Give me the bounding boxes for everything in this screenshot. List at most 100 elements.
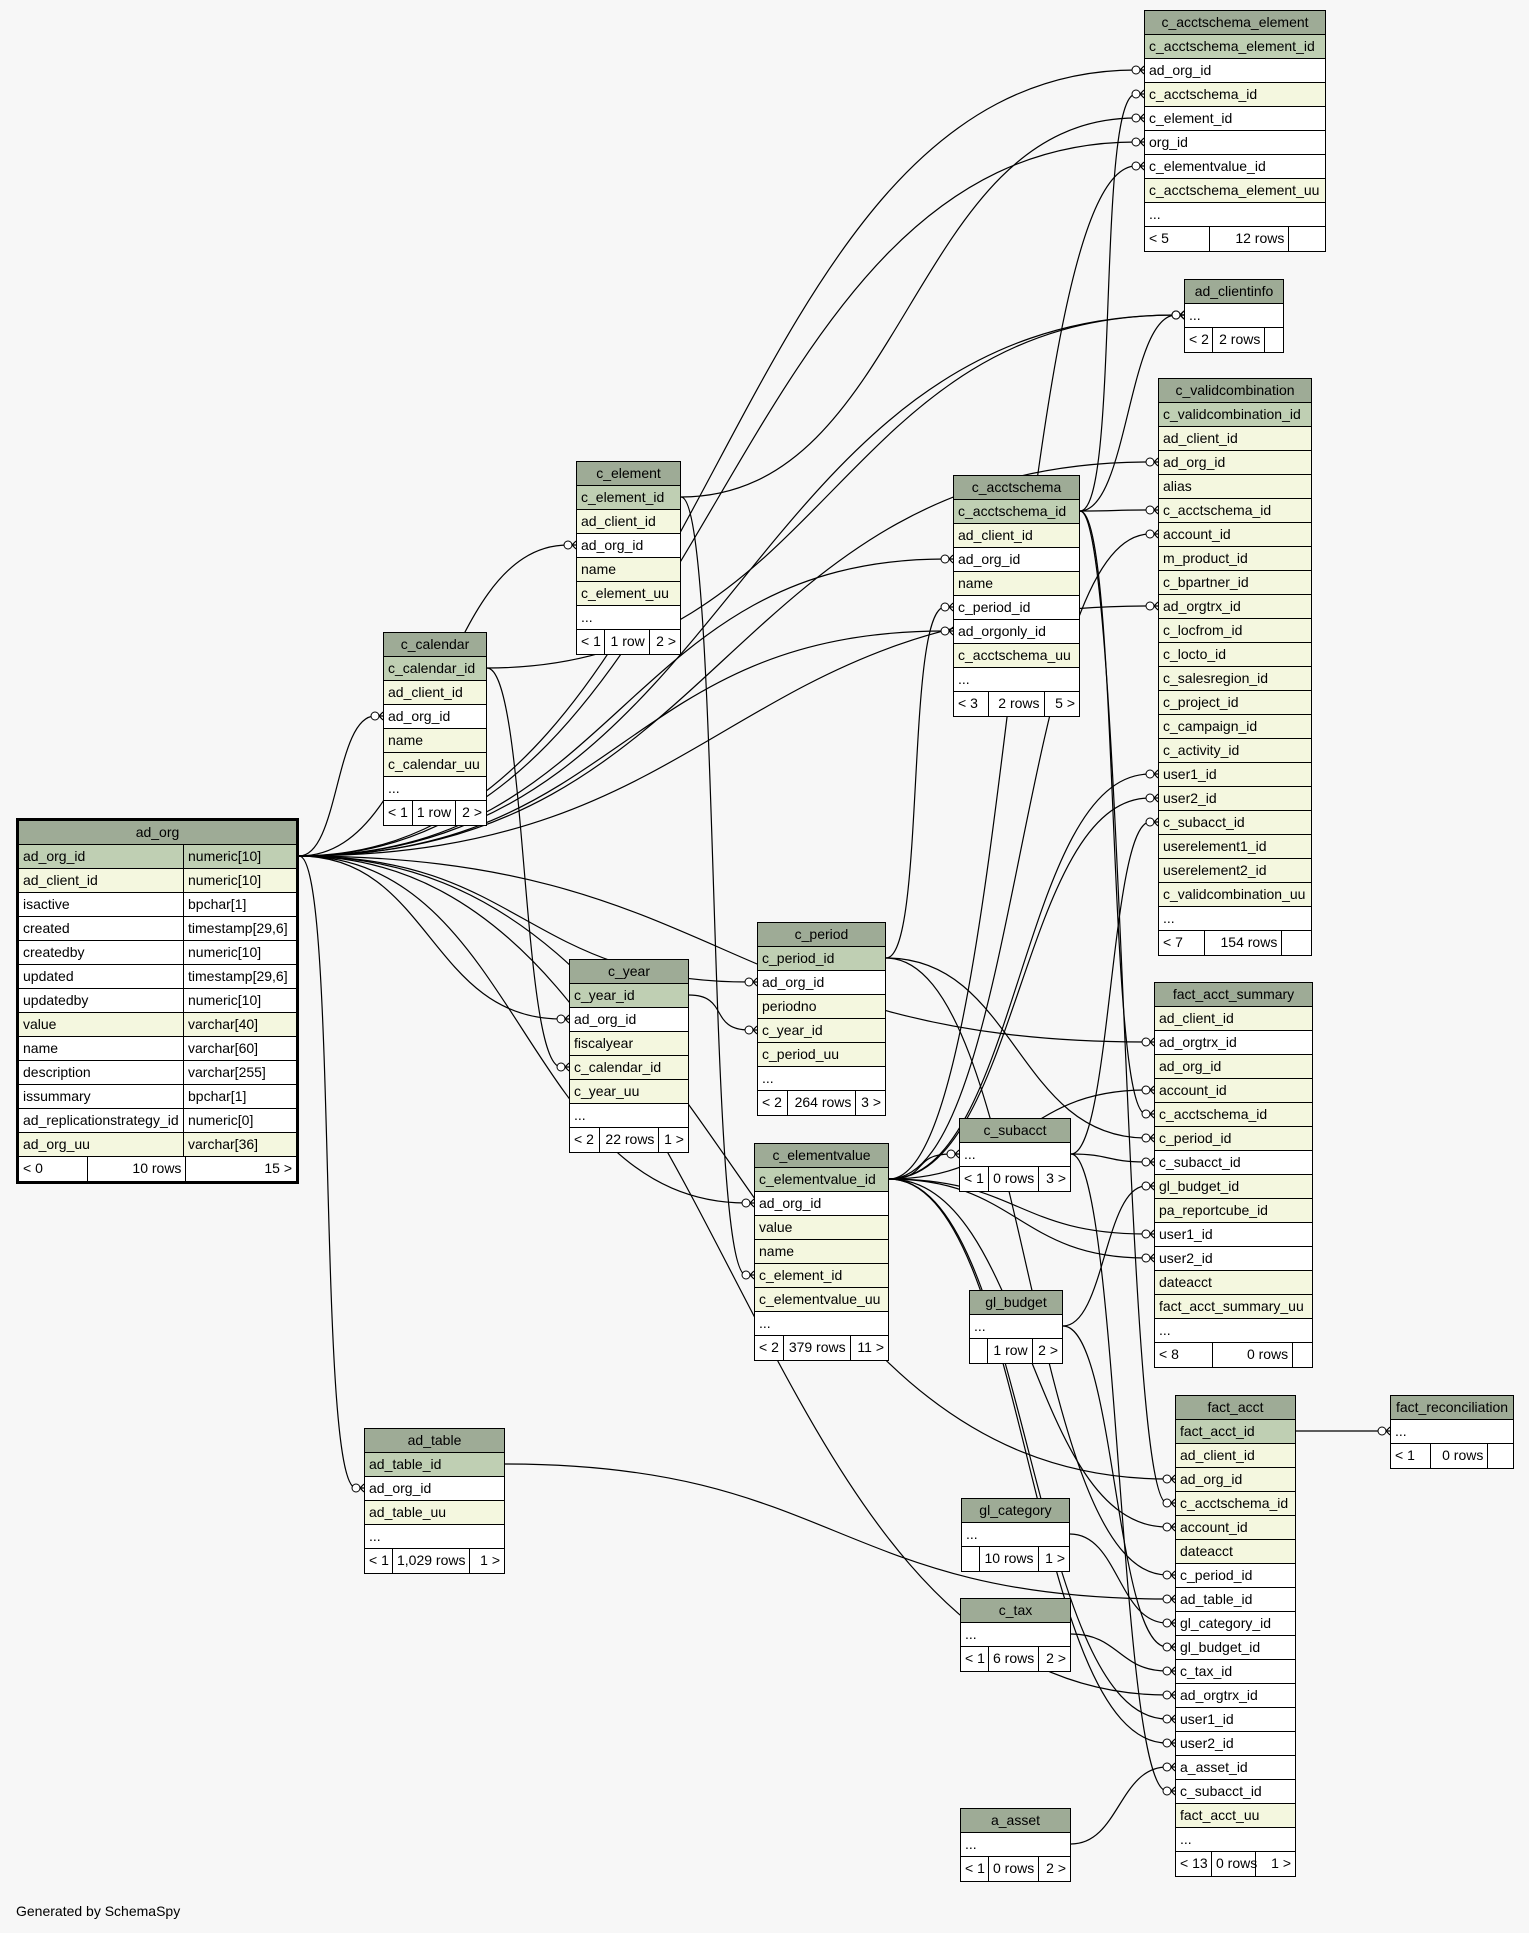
children-count[interactable]: 15 > <box>264 1160 293 1176</box>
children-count[interactable]: 1 > <box>1271 1855 1291 1871</box>
column-row: c_calendar_id <box>384 657 486 681</box>
row-count[interactable]: 1 row <box>413 801 457 825</box>
parents-count[interactable]: < 5 <box>1145 227 1211 251</box>
row-count[interactable]: 0 rows <box>989 1857 1039 1881</box>
parents-count[interactable]: < 8 <box>1155 1343 1214 1367</box>
parents-count[interactable]: < 1 <box>577 630 605 654</box>
children-count[interactable] <box>1289 227 1325 251</box>
column-row: c_element_id <box>1145 107 1325 131</box>
parents-count[interactable]: < 1 <box>365 1549 393 1573</box>
parents-count[interactable]: < 7 <box>1159 931 1206 955</box>
row-count[interactable]: 0 rows <box>1431 1444 1489 1468</box>
children-count[interactable] <box>1488 1444 1513 1468</box>
row-count[interactable]: 379 rows <box>784 1336 851 1360</box>
row-count[interactable]: 0 rows <box>989 1167 1040 1191</box>
children-count[interactable]: 1 > <box>480 1552 500 1568</box>
parents-count[interactable]: < 2 <box>758 1091 788 1115</box>
children-count[interactable]: 1 > <box>664 1131 684 1147</box>
children-count[interactable] <box>1293 1343 1312 1367</box>
parents-count[interactable]: < 3 <box>954 692 990 716</box>
children-count[interactable] <box>1265 328 1283 352</box>
row-count[interactable]: 264 rows <box>788 1091 857 1115</box>
row-count[interactable]: 22 rows <box>600 1128 660 1152</box>
parents-count[interactable] <box>970 1339 988 1363</box>
column-row: c_acctschema_element_id <box>1145 35 1325 59</box>
column-type: numeric[10] <box>188 848 262 864</box>
parents-count[interactable]: < 1 <box>1391 1444 1432 1468</box>
column-type: numeric[10] <box>188 992 262 1008</box>
generated-by-note: Generated by SchemaSpy <box>16 1903 181 1919</box>
row-count[interactable]: 1 row <box>605 630 650 654</box>
column-name: c_period_id <box>958 599 1031 615</box>
parents-count[interactable]: < 1 <box>961 1857 989 1881</box>
children-count[interactable] <box>1282 931 1311 955</box>
column-name: c_acctschema_id <box>958 503 1067 519</box>
column-row: ad_org_id <box>755 1192 888 1216</box>
column-row: c_year_id <box>758 1019 885 1043</box>
row-count[interactable]: 10 rows <box>980 1547 1039 1571</box>
children-count[interactable]: 3 > <box>861 1094 881 1110</box>
column-name: c_acctschema_element_uu <box>1149 182 1320 198</box>
children-count[interactable]: 2 > <box>1038 1342 1058 1358</box>
row-count[interactable]: 1,029 rows <box>393 1549 470 1573</box>
parents-count[interactable]: < 0 <box>19 1157 88 1181</box>
relationship-line <box>1070 1766 1168 1845</box>
row-count[interactable]: 2 rows <box>989 692 1045 716</box>
parents-count[interactable]: < 1 <box>960 1167 990 1191</box>
row-count[interactable]: 12 rows <box>1210 227 1290 251</box>
row-count[interactable]: 10 rows <box>88 1157 187 1181</box>
parents-count[interactable]: < 2 <box>755 1336 784 1360</box>
column-row: name <box>577 558 680 582</box>
row-count[interactable]: 6 rows <box>989 1647 1039 1671</box>
children-count[interactable]: 5 > <box>1055 695 1075 711</box>
row-count[interactable]: 154 rows <box>1205 931 1283 955</box>
table-title: ad_table <box>365 1429 504 1453</box>
parents-count[interactable]: < 2 <box>570 1128 600 1152</box>
parents-count[interactable]: < 1 <box>384 801 413 825</box>
row-count[interactable]: 0 rows <box>1213 1343 1294 1367</box>
parents-count[interactable]: < 2 <box>1185 328 1213 352</box>
column-name: c_year_id <box>762 1022 823 1038</box>
children-count[interactable]: 2 > <box>1046 1650 1066 1666</box>
column-name: name <box>759 1243 795 1259</box>
children-count[interactable]: 2 > <box>462 804 482 820</box>
children-count[interactable]: 11 > <box>857 1339 884 1355</box>
row-count[interactable]: 2 rows <box>1213 328 1266 352</box>
children-count[interactable]: 3 > <box>1046 1170 1066 1186</box>
row-count[interactable]: 1 row <box>988 1339 1033 1363</box>
column-row: c_elementvalue_uu <box>755 1288 888 1312</box>
relationship-line <box>486 667 562 1068</box>
more-columns-row: ... <box>954 668 1079 692</box>
column-name: c_elementvalue_id <box>759 1171 876 1187</box>
parents-count[interactable] <box>962 1547 980 1571</box>
parents-count[interactable]: < 13 <box>1176 1852 1212 1876</box>
table-title: c_year <box>570 960 688 984</box>
children-count[interactable]: 2 > <box>656 633 676 649</box>
row-count[interactable]: 0 rows <box>1212 1852 1257 1876</box>
parents-count[interactable]: < 1 <box>961 1647 989 1671</box>
children-count[interactable]: 1 > <box>1045 1550 1065 1566</box>
column-row: c_elementvalue_id <box>755 1168 888 1192</box>
children-count[interactable]: 2 > <box>1046 1860 1066 1876</box>
